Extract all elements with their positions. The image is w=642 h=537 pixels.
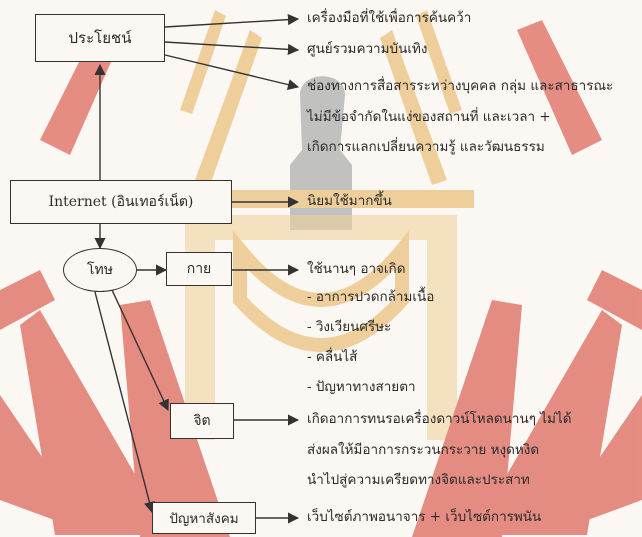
benefit-item-no-limits: ไม่มีข้อจำกัดในแง่ของสถานที่ และเวลา + [307,109,551,125]
internet-popularity: นิยมใช้มากขึ้น [307,193,392,209]
body-item-3: - คลื่นไส้ [307,349,358,365]
benefit-item-exchange: เกิดการแลกเปลี่ยนความรู้ และวัฒนธรรม [307,139,545,155]
node-benefits: ประโยชน์ [35,14,165,62]
node-body: กาย [166,252,232,286]
node-social: ปัญหาสังคม [152,502,256,534]
mind-item-2: นำไปสู่ความเครียดทางจิตและประสาท [307,472,530,488]
node-mind: จิต [170,403,234,439]
node-internet: Internet (อินเทอร์เน็ต) [10,180,232,224]
mind-item-0: เกิดอาการทนรอเครื่องดาวน์โหลดนานๆ ไม่ได้ [307,411,572,427]
body-item-4: - ปัญหาทางสายตา [307,379,416,395]
benefit-item-entertainment: ศูนย์รวมความบันเทิง [307,41,428,57]
benefit-item-research: เครื่องมือที่ใช้เพื่อการค้นคว้า [307,10,472,26]
body-item-0: ใช้นานๆ อาจเกิด [307,261,406,277]
body-item-2: - วิงเวียนศรีษะ [307,319,392,335]
body-item-1: - อาการปวดกล้ามเนื้อ [307,289,435,305]
mind-item-1: ส่งผลให้มีอาการกระวนกระวาย หงุดหงิด [307,442,540,458]
connectors [94,14,300,524]
node-harm: โทษ [63,248,137,292]
social-item: เว็บไซต์ภาพอนาจาร + เว็บไซต์การพนัน [307,509,542,525]
benefit-item-communication: ช่องทางการสื่อสารระหว่างบุคคล กลุ่ม และส… [307,78,614,94]
